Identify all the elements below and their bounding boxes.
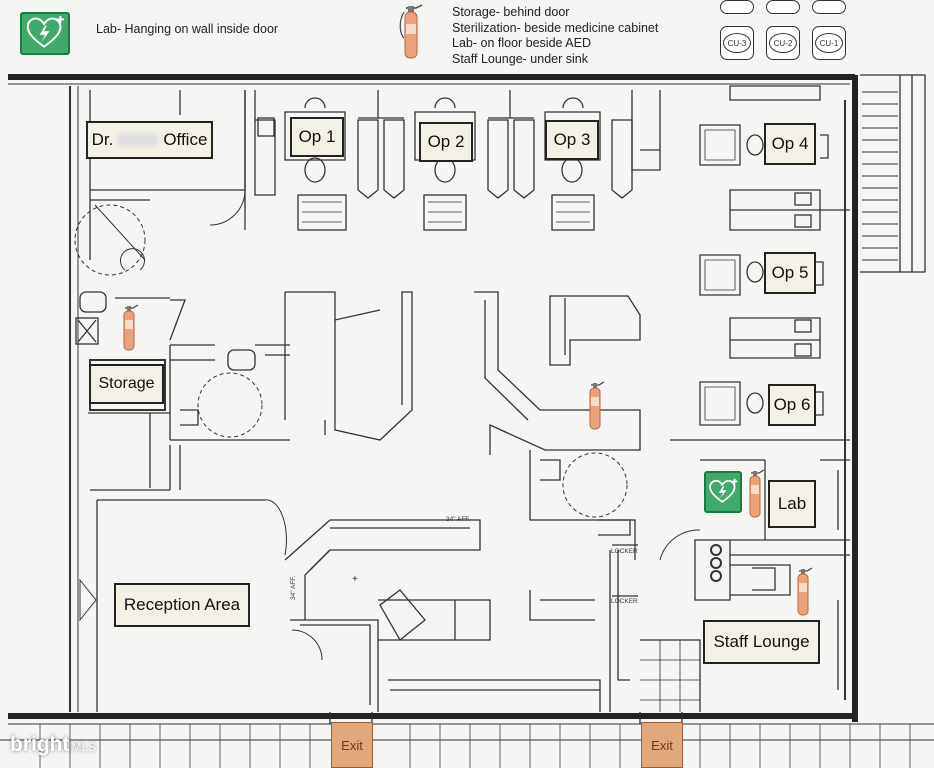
room-label-storage: Storage: [89, 364, 164, 404]
room-label-lab: Lab: [768, 480, 816, 528]
condenser-unit-cu2: CU-2: [766, 26, 800, 60]
dr-office-suffix: Office: [163, 130, 208, 149]
fire-extinguisher-icon: [123, 304, 139, 351]
condenser-unit-cu3: CU-3: [720, 26, 754, 60]
room-label-dr-office: Dr. Office: [86, 121, 213, 159]
condenser-unit-icon: [720, 0, 754, 14]
aed-heart-icon: [26, 15, 65, 48]
fire-extinguisher-icon: [797, 567, 813, 616]
counter-height-note-1: 34" AFF.: [446, 516, 471, 523]
extinguisher-note-staff-lounge: Staff Lounge- under sink: [452, 51, 588, 66]
svg-text:+: +: [352, 574, 358, 585]
watermark-brand: bright: [10, 733, 70, 756]
extinguisher-note-sterilization: Sterilization- beside medicine cabinet: [452, 20, 659, 35]
aed-icon: [20, 12, 70, 55]
room-label-reception: Reception Area: [114, 583, 250, 627]
dr-office-prefix: Dr.: [91, 130, 114, 149]
redacted-name: [117, 133, 160, 147]
fire-extinguisher-icon: [589, 381, 605, 430]
room-label-op1: Op 1: [290, 117, 344, 157]
room-label-staff-lounge: Staff Lounge: [703, 620, 820, 664]
room-label-op3: Op 3: [545, 120, 599, 160]
room-label-op4: Op 4: [764, 123, 816, 165]
fire-extinguisher-icon: [399, 4, 423, 59]
counter-height-note-2: 34" AFF.: [290, 575, 297, 600]
extinguisher-note-storage: Storage- behind door: [452, 5, 570, 19]
room-label-op2: Op 2: [419, 122, 473, 162]
aed-heart-icon: [709, 478, 738, 503]
locker-label-2: LOCKER: [611, 598, 638, 605]
extinguisher-note-lab: Lab- on floor beside AED: [452, 36, 591, 50]
condenser-unit-icon: [766, 0, 800, 14]
room-label-op5: Op 5: [764, 252, 816, 294]
condenser-unit-icon: [812, 0, 846, 14]
fire-extinguisher-icon: [749, 469, 765, 518]
watermark-suffix: MLS: [71, 740, 97, 754]
aed-icon: [704, 471, 742, 513]
condenser-unit-cu1: CU-1: [812, 26, 846, 60]
room-label-op6: Op 6: [768, 384, 816, 426]
exit-sign: Exit: [641, 722, 683, 768]
exit-sign: Exit: [331, 722, 373, 768]
aed-location-note: Lab- Hanging on wall inside door: [96, 22, 279, 36]
locker-label-1: LOCKER: [611, 548, 638, 555]
